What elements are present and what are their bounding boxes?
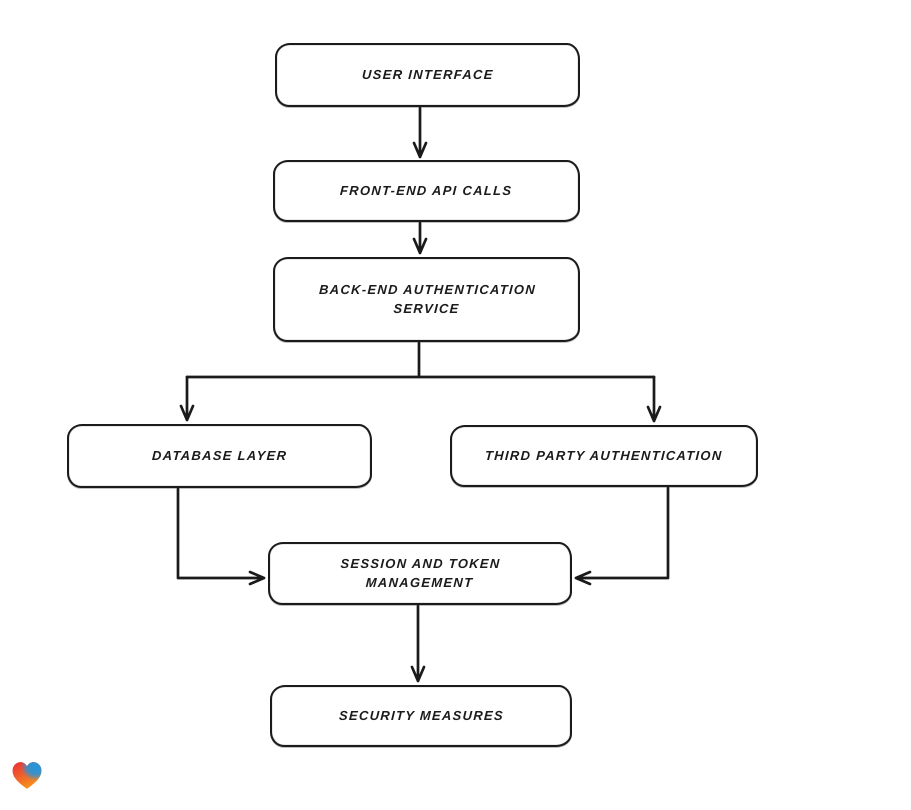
- node-session-and-token-management-label: SESSION AND TOKEN MANAGEMENT: [340, 555, 501, 590]
- node-user-interface-label: USER INTERFACE: [361, 66, 494, 82]
- node-front-end-api-calls-label: FRONT-END API CALLS: [340, 182, 514, 198]
- edge-third-party-to-session: [574, 486, 670, 586]
- edge-front-end-to-back-end: [412, 221, 428, 255]
- node-database-layer[interactable]: DATABASE LAYER: [67, 424, 372, 488]
- edge-back-end-to-third-party: [646, 375, 662, 423]
- edge-back-end-to-database: [179, 375, 195, 422]
- edge-user-interface-to-front-end: [412, 106, 428, 159]
- node-database-layer-label: DATABASE LAYER: [151, 447, 288, 463]
- node-security-measures[interactable]: SECURITY MEASURES: [270, 685, 572, 747]
- node-third-party-authentication-label: THIRD PARTY AUTHENTICATION: [484, 447, 724, 463]
- node-front-end-api-calls[interactable]: FRONT-END API CALLS: [273, 160, 580, 222]
- node-user-interface[interactable]: USER INTERFACE: [275, 43, 580, 107]
- edge-back-end-branch: [185, 341, 656, 379]
- edge-database-to-session: [176, 487, 266, 586]
- node-back-end-authentication-service[interactable]: BACK-END AUTHENTICATION SERVICE: [273, 257, 580, 342]
- node-session-and-token-management[interactable]: SESSION AND TOKEN MANAGEMENT: [268, 542, 572, 605]
- node-third-party-authentication[interactable]: THIRD PARTY AUTHENTICATION: [450, 425, 758, 487]
- heart-logo[interactable]: [10, 759, 44, 792]
- node-security-measures-label: SECURITY MEASURES: [338, 707, 504, 723]
- edge-session-to-security: [410, 604, 426, 683]
- node-back-end-authentication-service-label: BACK-END AUTHENTICATION SERVICE: [318, 281, 536, 316]
